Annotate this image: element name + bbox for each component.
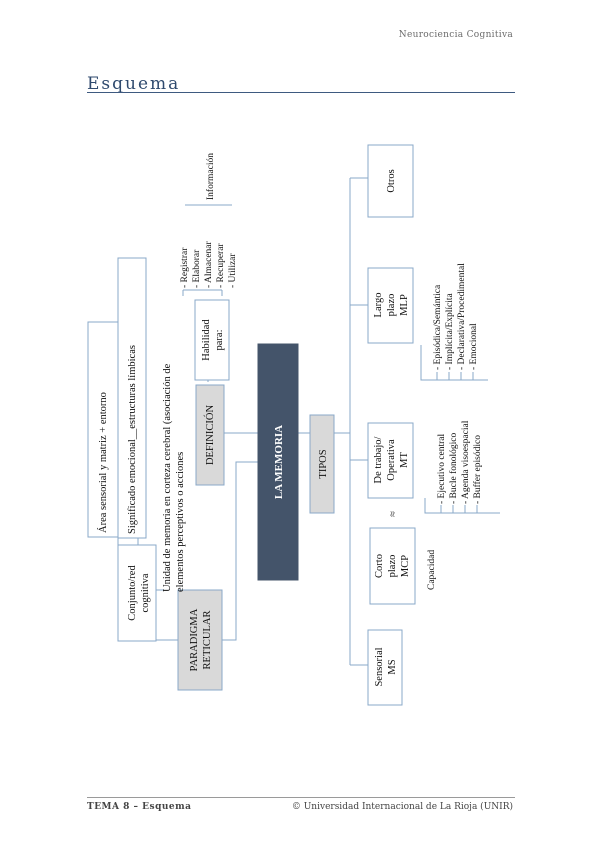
trabajo-items: - Ejecutivo central - Bucle fonológico -… <box>437 420 483 504</box>
unidad-line-1: Unidad de memoria en corteza cerebral (a… <box>162 363 173 592</box>
footer-left: TEMA 8 – Esquema <box>87 802 192 812</box>
significado-label: Significado emocional__estructuras límbi… <box>127 345 138 534</box>
tipos-label: TIPOS <box>318 449 329 478</box>
largo-item-2: - Implícita/Explícita <box>445 292 455 370</box>
conjunto-label-1: Conjunto/red <box>127 565 138 621</box>
largo-items: - Episódica/Semántica - Implícita/Explíc… <box>433 263 479 370</box>
largo-item-4: - Emocional <box>469 323 479 370</box>
connectors <box>117 177 500 666</box>
largo-item-1: - Episódica/Semántica <box>433 284 443 370</box>
page-title: Esquema <box>87 74 181 94</box>
header-subject: Neurociencia Cognitiva <box>398 30 513 40</box>
trabajo-label-3: MT <box>399 452 410 468</box>
largo-label-2: plazo <box>386 294 397 317</box>
trabajo-item-1: - Ejecutivo central <box>437 433 447 504</box>
habilidad-items: - Registrar - Elaborar - Almacenar - Rec… <box>180 153 238 288</box>
sensorial-label-1: Sensorial <box>374 647 385 686</box>
footer-right: © Universidad Internacional de La Rioja … <box>291 802 513 812</box>
habilidad-item-3: - Almacenar <box>204 240 214 288</box>
definicion-node: DEFINICIÓN <box>195 384 225 486</box>
corto-label-2: plazo <box>387 555 398 578</box>
corto-label-3: MCP <box>400 555 411 577</box>
sensorial-node: Sensorial MS <box>367 629 403 706</box>
otros-node: Otros <box>367 144 414 218</box>
trabajo-node: De trabajo/ Operativa MT <box>367 422 414 499</box>
habilidad-label-2: para: <box>214 329 225 350</box>
trabajo-item-4: - Buffer episódico <box>472 435 483 504</box>
largo-label-3: MLP <box>399 294 410 316</box>
sensorial-label-2: MS <box>387 659 398 674</box>
center-node: LA MEMORIA <box>257 343 299 581</box>
approx-symbol: ≈ <box>388 511 399 517</box>
habilidad-item-2: - Elaborar <box>192 249 202 288</box>
habilidad-item-4: - Recuperar <box>216 243 226 288</box>
footer-divider <box>87 797 515 798</box>
habilidad-node: Habilidad para: <box>194 299 230 381</box>
corto-node: Corto plazo MCP Capacidad ≈ <box>369 511 437 605</box>
corto-label-1: Corto <box>374 554 385 578</box>
paradigma-node: PARADIGMA RETICULAR <box>177 589 223 691</box>
significado-node: Significado emocional__estructuras límbi… <box>117 257 147 539</box>
trabajo-item-3: - Agenda visoespacial <box>461 420 471 504</box>
largo-label-1: Largo <box>373 293 384 318</box>
otros-label: Otros <box>386 169 397 192</box>
unidad-line-2: elementos perceptivos o acciones <box>175 452 186 592</box>
trabajo-label-2: Operativa <box>386 439 397 481</box>
title-underline <box>87 92 515 93</box>
paradigma-label-1: PARADIGMA <box>189 608 200 671</box>
habilidad-item-5: - Utilizar <box>228 253 238 288</box>
paradigma-label-2: RETICULAR <box>202 611 213 670</box>
tipos-node: TIPOS <box>309 414 335 514</box>
largo-node: Largo plazo MLP <box>367 267 414 344</box>
conjunto-label-2: cognitiva <box>140 573 151 612</box>
largo-item-3: - Declarativa/Procedimental <box>457 263 467 370</box>
habilidad-label-1: Habilidad <box>201 319 212 361</box>
trabajo-item-2: - Bucle fonológico <box>448 433 459 504</box>
informacion-label: Información <box>205 153 216 200</box>
conjunto-node: Conjunto/red cognitiva <box>117 544 157 642</box>
area-label: Área sensorial y matriz + entorno <box>97 392 109 533</box>
area-node: Área sensorial y matriz + entorno <box>87 321 119 538</box>
definicion-label: DEFINICIÓN <box>204 405 216 465</box>
capacidad-label: Capacidad <box>427 550 437 590</box>
center-label: LA MEMORIA <box>273 425 285 499</box>
trabajo-label-1: De trabajo/ <box>373 436 384 483</box>
habilidad-item-1: - Registrar <box>180 247 190 288</box>
unidad-text: Unidad de memoria en corteza cerebral (a… <box>162 363 186 592</box>
